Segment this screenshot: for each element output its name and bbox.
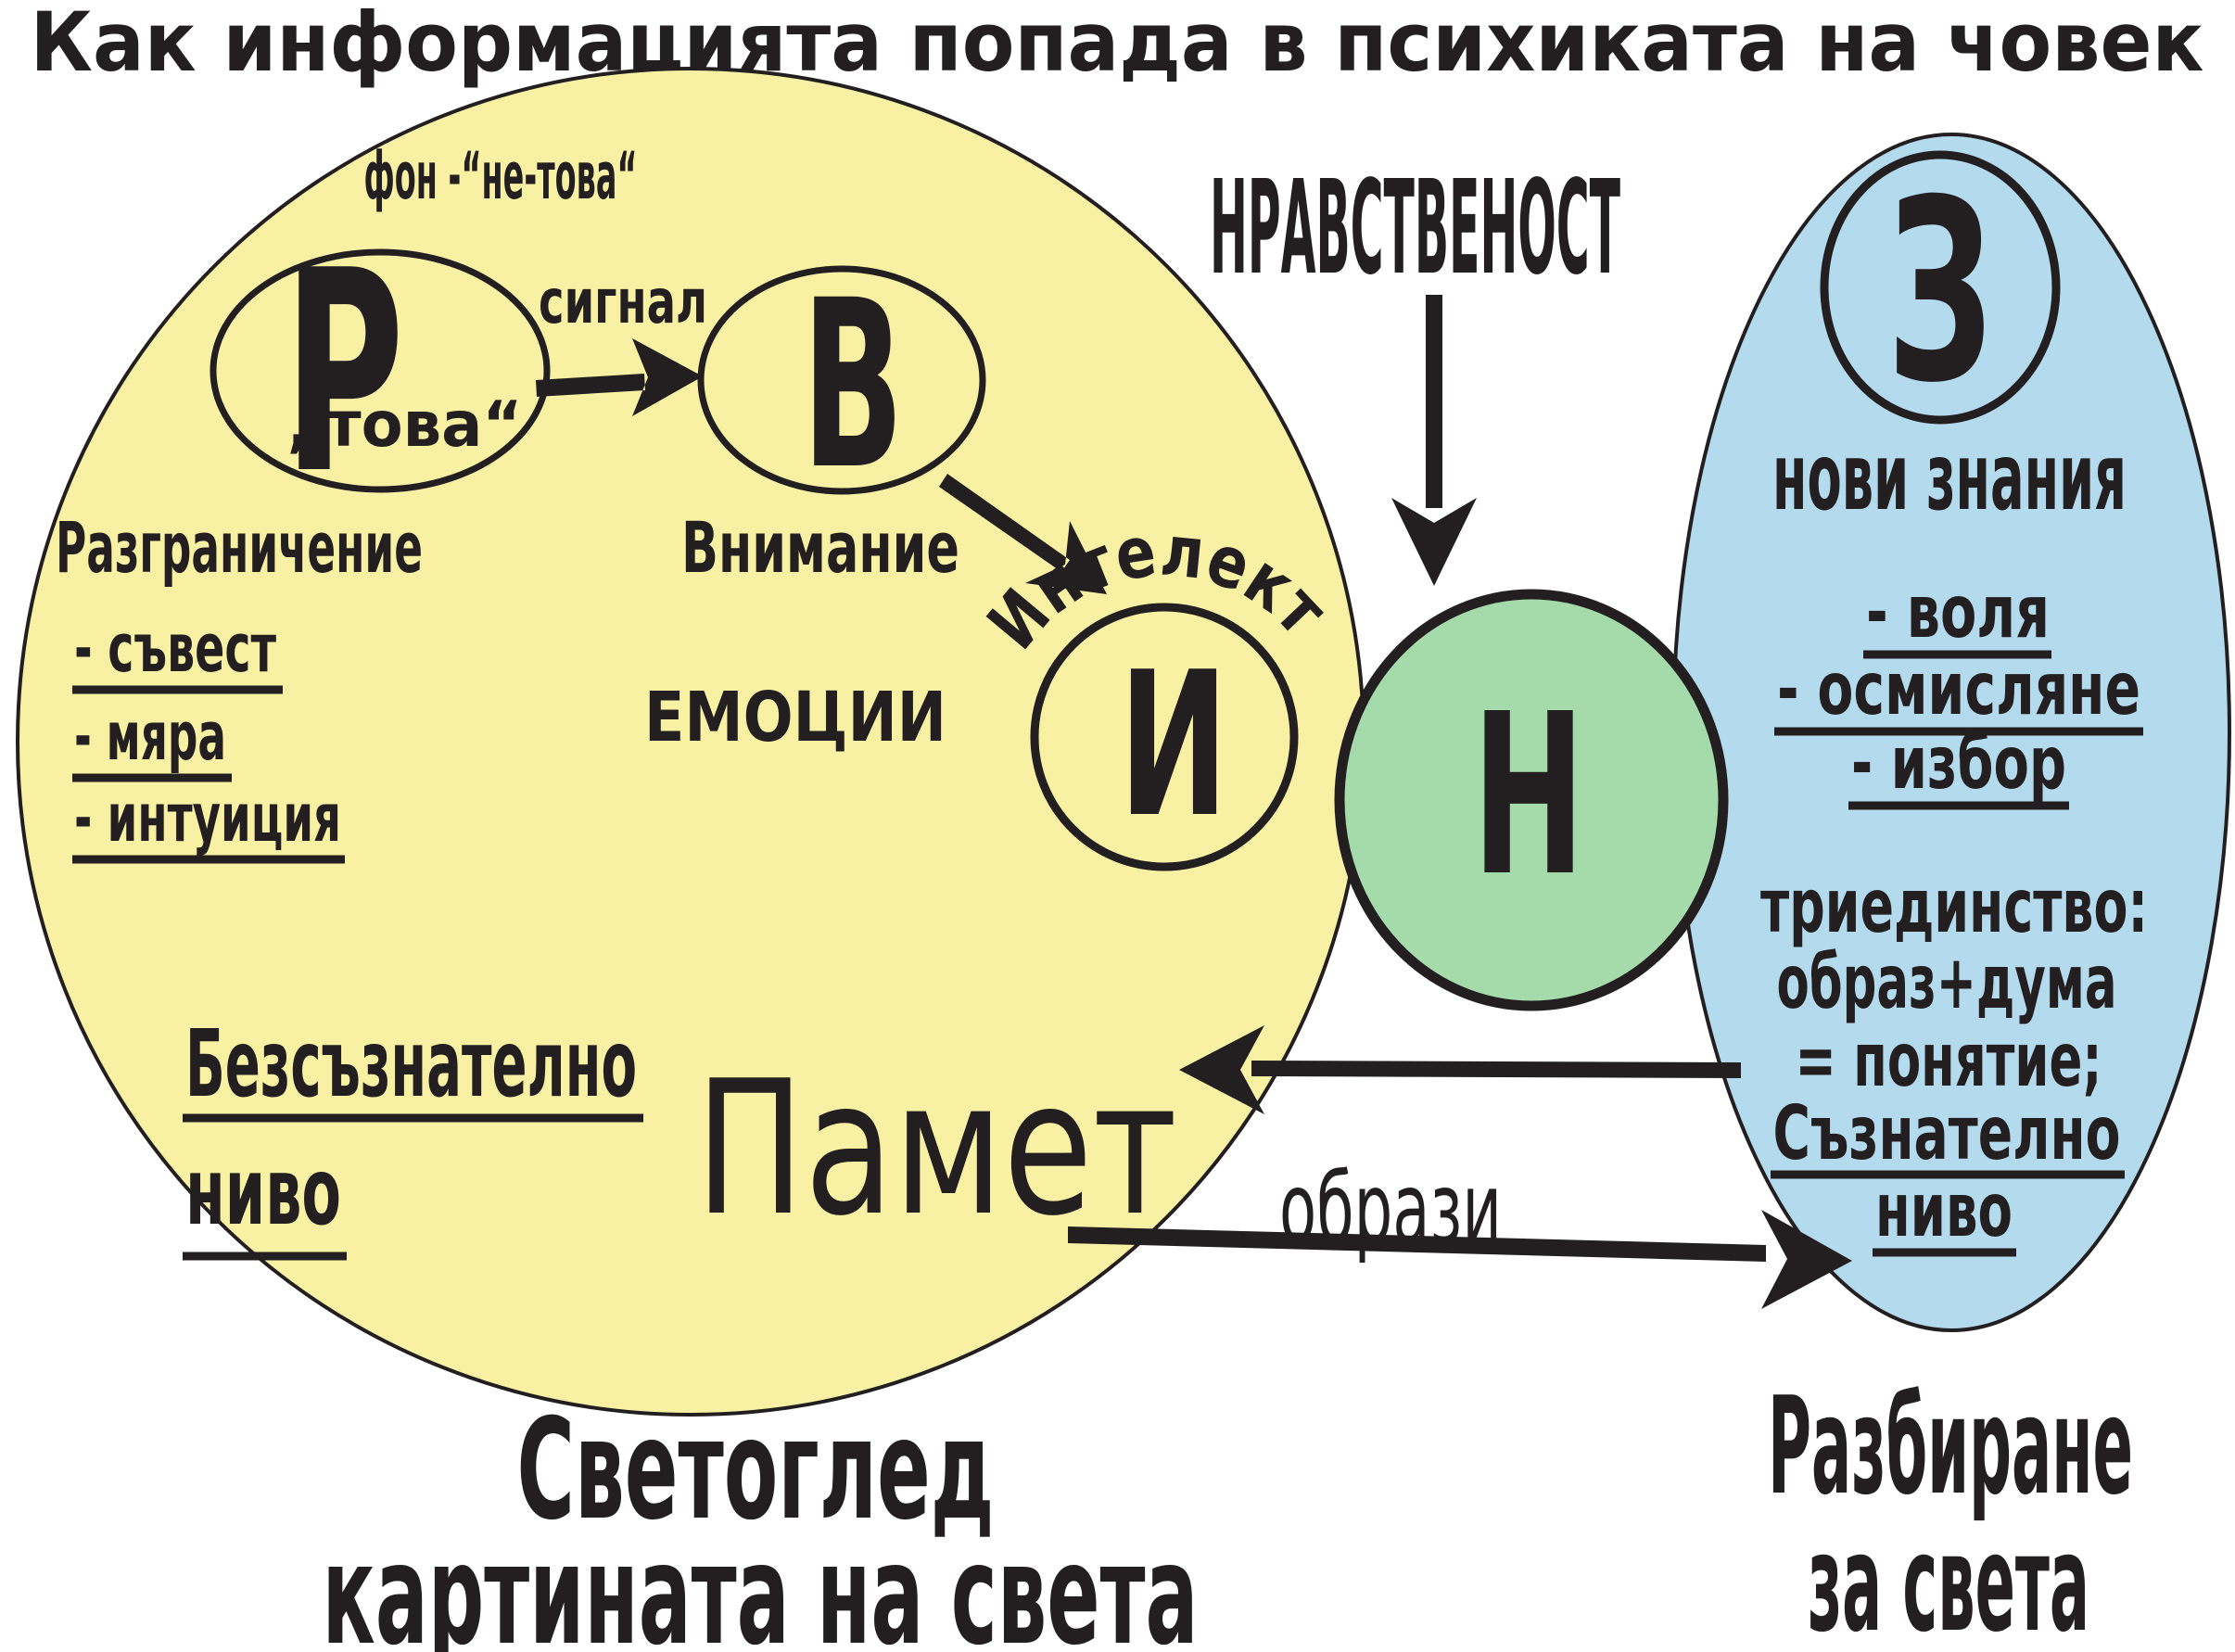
feedback-arrow bbox=[1179, 1025, 1741, 1114]
will-item: - воля bbox=[1866, 571, 2050, 654]
r-node-quote-label: „това“ bbox=[286, 388, 523, 462]
images-label: образи bbox=[1279, 1152, 1502, 1265]
intuition-item: - интуиция bbox=[74, 779, 341, 857]
attention-label: Внимание bbox=[681, 506, 959, 589]
unconscious-level-line1: Безсъзнателно bbox=[185, 1010, 637, 1118]
triunity-line-2: = понятие; bbox=[1796, 1017, 2102, 1103]
signal-label: сигнал bbox=[539, 266, 707, 337]
images-arrow bbox=[1068, 1210, 1852, 1309]
worldview-caption-line2: картината на света bbox=[323, 1515, 1199, 1652]
r-node-ellipse bbox=[210, 248, 551, 493]
i-node-circle bbox=[1030, 603, 1299, 871]
unconscious-level-line2: ниво bbox=[185, 1137, 341, 1246]
z-node-circle bbox=[1820, 150, 2061, 425]
fon-label: фон -“не-това“ bbox=[364, 138, 638, 214]
worldview-caption-line1: Светоглед bbox=[517, 1390, 995, 1551]
memory-label: Памет bbox=[695, 1041, 1177, 1257]
measure-item: - мяра bbox=[74, 697, 226, 775]
v-node-ellipse bbox=[697, 265, 986, 495]
i-node-letter: И bbox=[1119, 629, 1228, 861]
morality-circle bbox=[1334, 589, 1729, 1011]
z-node-letter: З bbox=[1887, 146, 1994, 438]
understanding-caption-line1: Разбиране bbox=[1768, 1368, 2133, 1525]
choice-item: - избор bbox=[1851, 722, 2066, 806]
triunity-line-1: образ+дума bbox=[1777, 939, 2117, 1025]
morality-arrow bbox=[1391, 295, 1477, 586]
triunity-line-0: триединство: bbox=[1760, 863, 2148, 949]
understanding-caption-line2: за света bbox=[1808, 1506, 2089, 1652]
conscious-level-line1: Съзнателно bbox=[1773, 1090, 2121, 1176]
comprehension-item: - осмисляне bbox=[1777, 648, 2140, 731]
emotions-label: ЕМОЦИИ bbox=[644, 678, 946, 757]
page-title: Как информацията попада в психиката на ч… bbox=[31, 0, 2204, 90]
conscious-level-line2: ниво bbox=[1875, 1167, 2013, 1253]
morality-label: НРАВСТВЕНОСТ bbox=[1210, 153, 1620, 304]
razgranichenie-label: Разграничение bbox=[56, 506, 423, 589]
v-node-letter: В bbox=[802, 250, 904, 520]
conscience-item: - съвест bbox=[74, 609, 276, 687]
n-node-letter: Н bbox=[1472, 666, 1585, 925]
signal-arrow bbox=[536, 338, 703, 416]
r-node-letter: Р bbox=[284, 211, 404, 535]
intellect-arrow bbox=[939, 474, 1107, 594]
new-knowledge-label: нови знания bbox=[1772, 423, 2127, 531]
